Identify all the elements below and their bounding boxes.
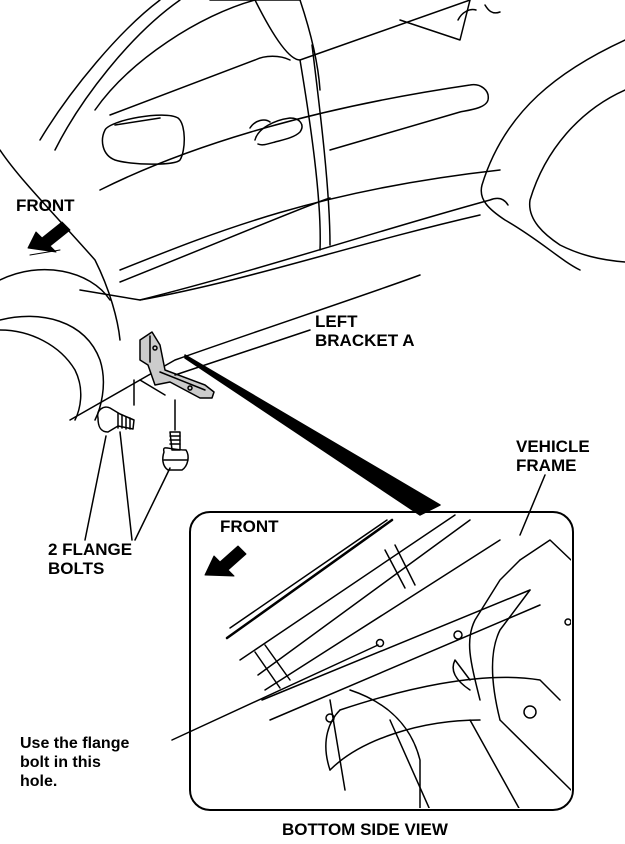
bracket-leader-line xyxy=(174,329,311,376)
bottom-side-view-label: BOTTOM SIDE VIEW xyxy=(282,820,448,839)
hole-leader-line xyxy=(171,644,379,741)
bolt-leader-lines xyxy=(84,379,176,541)
bottom-side-view-frame xyxy=(189,511,574,811)
frame-leader-line xyxy=(519,474,546,536)
car-body xyxy=(0,0,625,421)
flange-bolt-vertical xyxy=(162,431,189,471)
arrow-down-left-icon xyxy=(204,545,247,577)
left-bracket-label: LEFT BRACKET A xyxy=(315,312,415,350)
front-label-main: FRONT xyxy=(16,196,75,215)
left-bracket-a xyxy=(139,331,215,399)
flange-bolts-label: 2 FLANGE BOLTS xyxy=(48,540,133,578)
callout-wedge xyxy=(184,354,441,516)
arrow-down-left-icon xyxy=(27,221,71,256)
flange-bolt-horizontal xyxy=(96,406,135,433)
front-label-inset: FRONT xyxy=(220,517,279,536)
bottom-view-detail xyxy=(225,514,571,808)
flange-note-label: Use the flange bolt in this hole. xyxy=(20,735,130,790)
vehicle-frame-label: VEHICLE FRAME xyxy=(516,437,590,475)
